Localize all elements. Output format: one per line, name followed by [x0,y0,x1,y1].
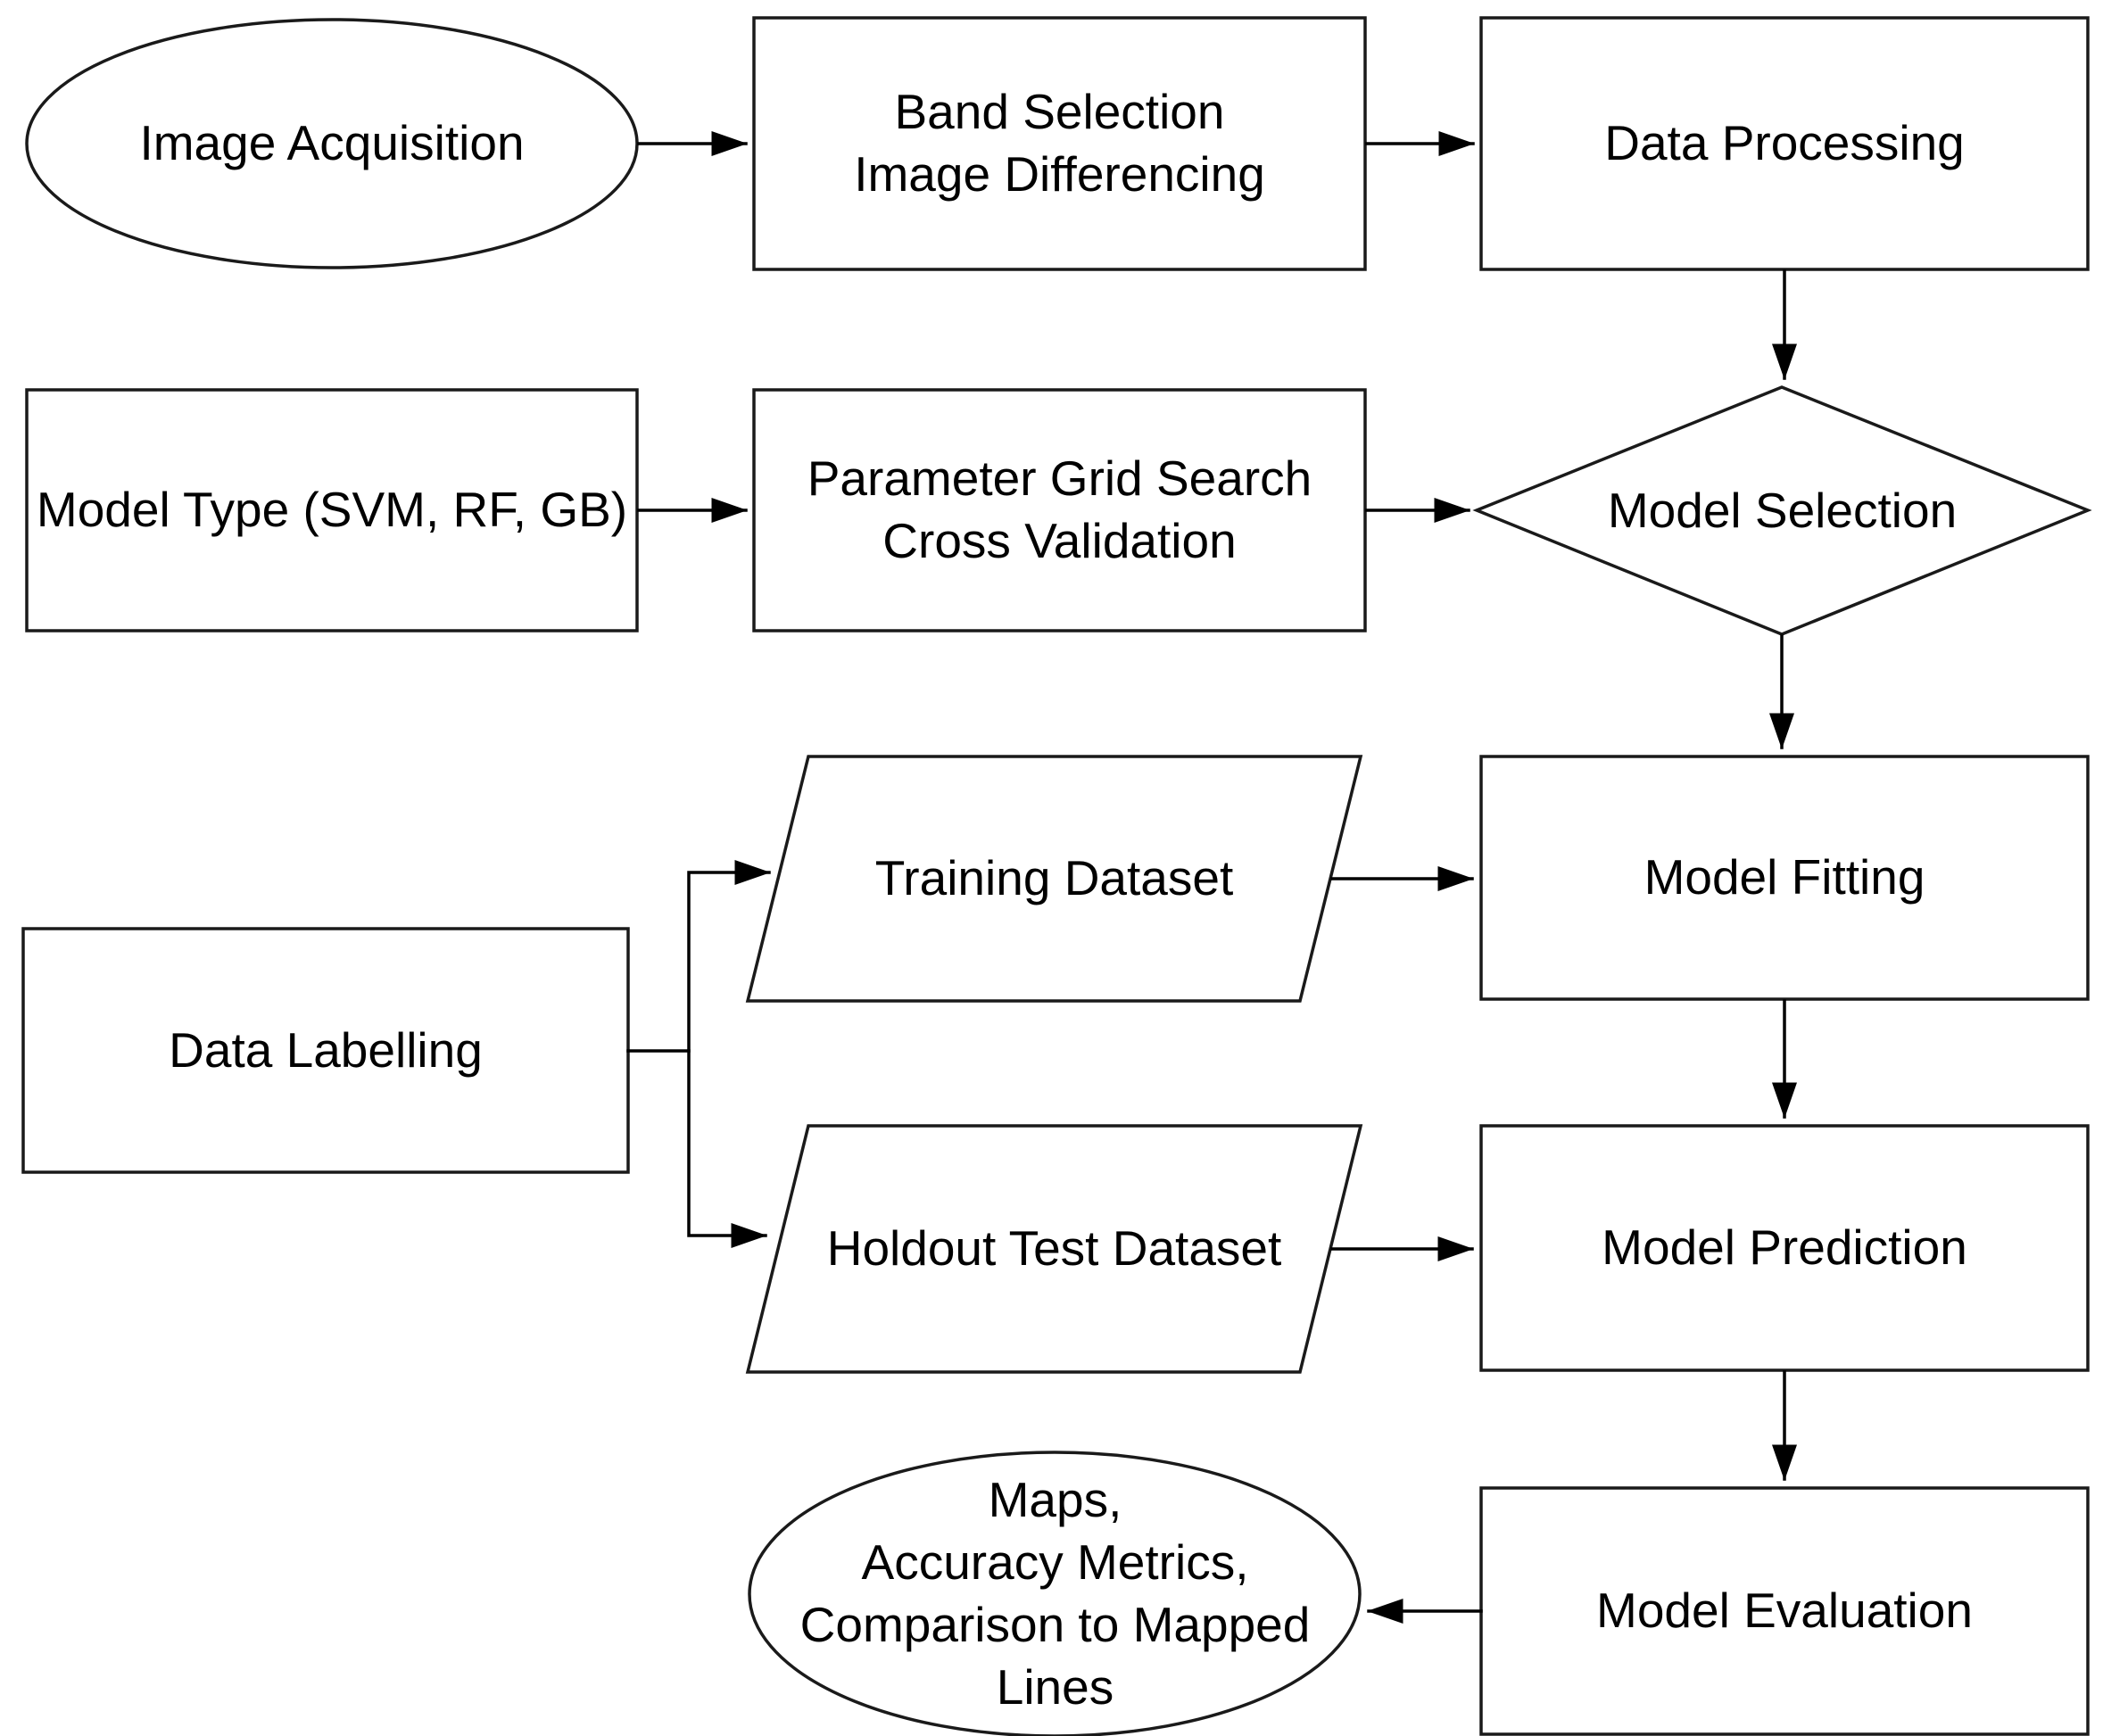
shape-data-processing-rect [1479,16,2090,271]
shape-outputs-ellipse [748,1451,1362,1736]
shape-holdout-test-dataset-parallelogram [745,1124,1363,1374]
shape-model-prediction-rect [1479,1124,2090,1372]
shape-training-dataset-parallelogram [745,755,1363,1003]
shape-band-selection-rect [752,16,1367,271]
shape-model-selection-diamond [1472,385,2092,636]
shape-image-acquisition-ellipse [25,18,639,269]
shape-parameter-grid-search-rect [752,388,1367,632]
arrow-data-labelling-to-holdout-test-dataset [687,1049,767,1248]
shape-model-type-rect [25,388,639,632]
shape-model-evaluation-rect [1479,1486,2090,1736]
arrow-data-labelling-to-training-dataset [626,860,771,1053]
shape-model-fitting-rect [1479,755,2090,1001]
shape-data-labelling-rect [21,927,630,1174]
